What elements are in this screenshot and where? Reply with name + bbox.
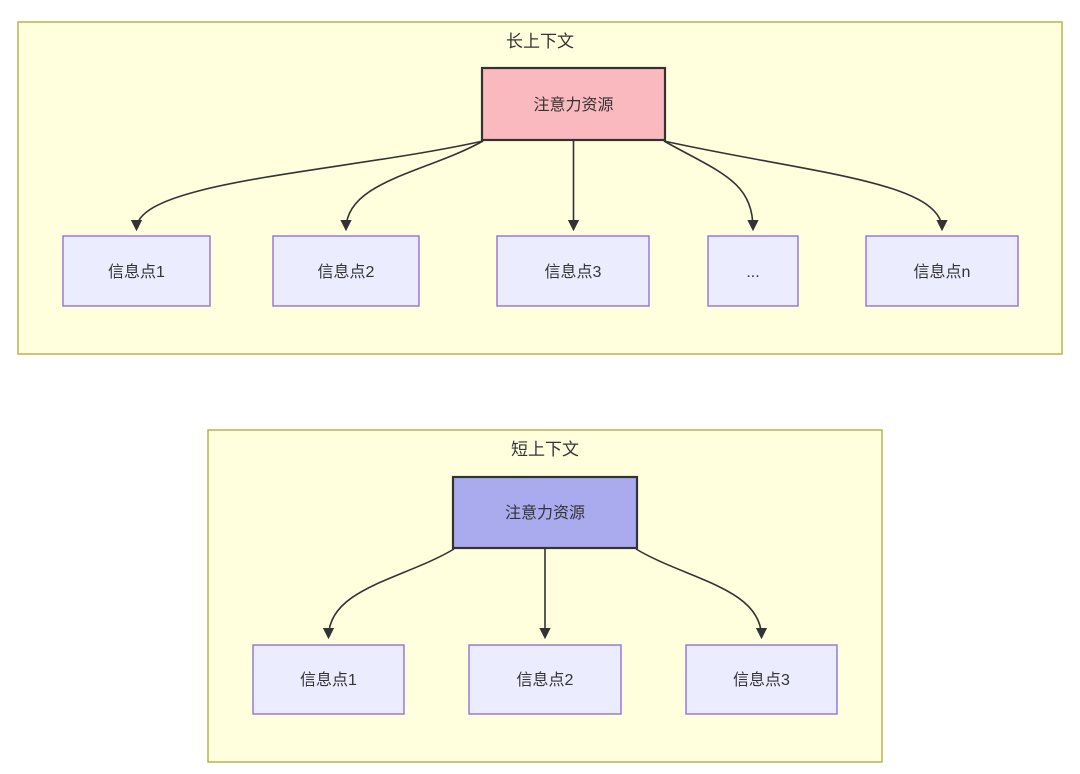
short-attention-node: 注意力资源 — [451, 475, 639, 550]
long-info-box-ellipsis — [707, 235, 799, 307]
long-info-label-2: 信息点2 — [318, 263, 375, 281]
long-attention-node: 注意力资源 — [480, 66, 667, 142]
long-info-box-1 — [62, 235, 211, 307]
short-context-group: 短上下文 注意力资源 信息点1 信息点2 信息点3 — [207, 429, 883, 763]
long-info-box-n — [865, 235, 1019, 307]
edge-long-attention-to-node5 — [663, 140, 948, 232]
edge-long-attention-to-node1 — [130, 140, 484, 232]
long-context-edges — [130, 140, 948, 232]
long-info-node-3: 信息点3 — [496, 235, 650, 307]
long-info-label-n: 信息点n — [914, 263, 971, 281]
short-info-label-2: 信息点2 — [517, 671, 574, 689]
long-info-node-2: 信息点2 — [272, 235, 420, 307]
long-info-node-1: 信息点1 — [62, 235, 211, 307]
edge-long-attention-to-node2 — [340, 140, 484, 232]
long-info-node-ellipsis: ... — [707, 235, 799, 307]
long-info-label-ellipsis: ... — [746, 264, 759, 281]
short-info-box-1 — [252, 644, 405, 715]
edge-short-attention-to-node1 — [322, 548, 455, 640]
short-info-node-3: 信息点3 — [685, 644, 838, 715]
long-context-group: 长上下文 注意力资源 信息点1 信息点2 信息点3 . — [17, 21, 1063, 355]
long-context-title: 长上下文 — [506, 32, 574, 51]
long-attention-box — [480, 66, 667, 142]
short-context-title: 短上下文 — [511, 440, 579, 459]
short-info-label-1: 信息点1 — [300, 671, 357, 689]
short-attention-box — [451, 475, 639, 550]
short-info-box-2 — [468, 644, 622, 715]
edge-long-attention-to-node4 — [663, 140, 759, 232]
short-context-edges — [322, 548, 768, 640]
long-info-label-3: 信息点3 — [545, 263, 602, 281]
long-info-node-n: 信息点n — [865, 235, 1019, 307]
short-info-label-3: 信息点3 — [733, 671, 790, 689]
short-info-node-1: 信息点1 — [252, 644, 405, 715]
long-attention-label: 注意力资源 — [533, 95, 613, 114]
long-info-label-1: 信息点1 — [108, 263, 165, 281]
short-info-box-3 — [685, 644, 838, 715]
long-info-box-3 — [496, 235, 650, 307]
short-attention-label: 注意力资源 — [505, 503, 585, 522]
long-info-box-2 — [272, 235, 420, 307]
edge-short-attention-to-node3 — [635, 548, 768, 640]
short-info-node-2: 信息点2 — [468, 644, 622, 715]
